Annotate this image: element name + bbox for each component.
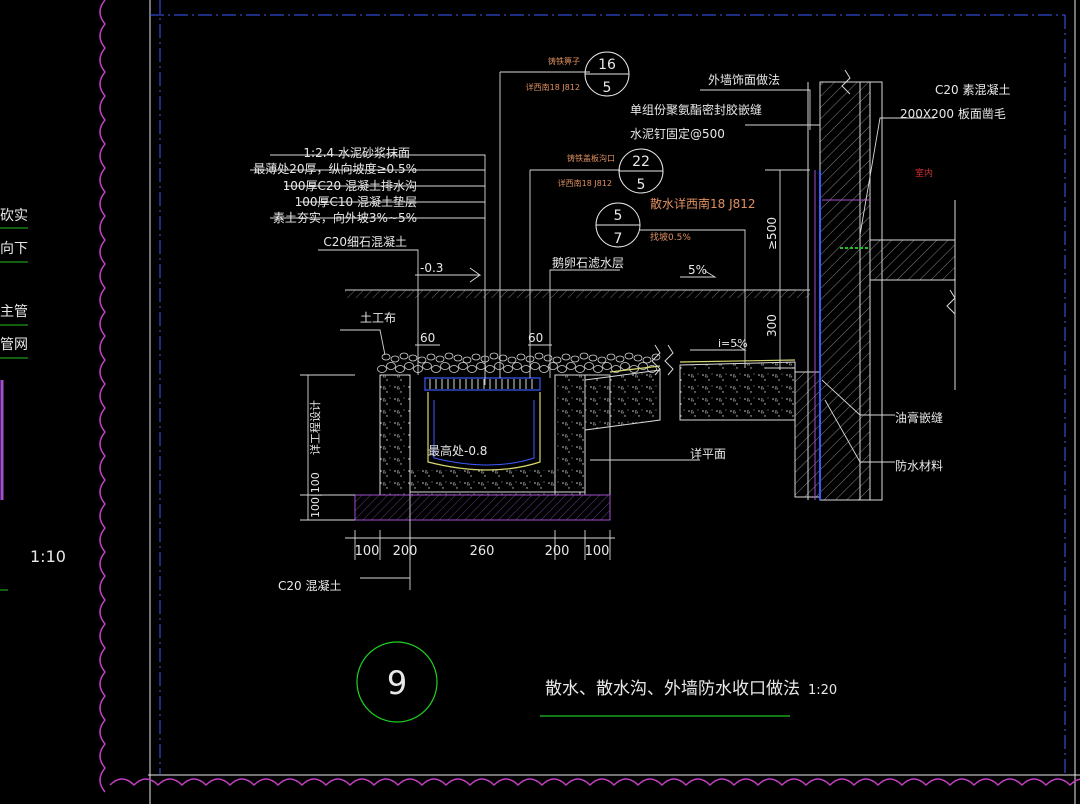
label-slope-5: 5% [688,263,707,277]
dimension-lines [300,169,810,560]
callout-outlet-top: 22 [632,154,650,170]
exterior-wall [807,69,956,501]
label-sealant: 单组份聚氨酯密封胶嵌缝 [630,102,762,117]
left-fragment-3: 主管 [0,304,28,320]
left-fragment-4: 管网 [0,337,28,353]
callout-grate-label: 铸铁箅子 [548,56,580,66]
callout-apron-slope: 找坡0.5% [650,231,691,243]
label-roughen: 200X200 板面凿毛 [900,107,1006,121]
label-c20-plain: C20 素混凝土 [935,82,1010,97]
callout-apron: 5 7 散水详西南18 J812 找坡0.5% [595,196,756,248]
left-panel: 砍实 向下 主管 管网 1:10 [0,208,66,591]
callout-apron-text: 散水详西南18 J812 [650,196,756,211]
detail-number: 9 [387,664,407,702]
callout-grate-bottom: 5 [603,80,612,96]
elev-ground: -0.3 [420,261,443,275]
dim-500: ≥500 [765,217,779,250]
note-2: 最薄处20厚，纵向坡度≥0.5% [253,161,417,176]
callout-outlet: 22 5 铸铁盖板沟口 详西南18 J812 [558,148,664,194]
dim-60b: 60 [528,331,543,345]
label-nail-fix: 水泥钉固定@500 [630,126,725,141]
note-1: 1:2.4 水泥砂浆抹面 [303,145,410,160]
callout-outlet-ref: 详西南18 J812 [558,178,612,188]
construction-notes: 1:2.4 水泥砂浆抹面 最薄处20厚，纵向坡度≥0.5% 100厚C20 混凝… [253,145,417,249]
label-indoor: 室内 [915,167,933,179]
callout-grate: 16 5 铸铁箅子 详西南18 J812 [526,51,630,97]
callout-grate-top: 16 [598,57,616,73]
label-gravel: 鹅卵石滤水层 [552,256,624,270]
callout-outlet-bottom: 5 [637,177,646,193]
label-geotextile: 土工布 [360,311,396,325]
bottom-dimensions: 100 200 260 200 100 [355,544,610,559]
label-flat-surface: 详平面 [690,446,726,461]
note-5: 素土夯实，向外坡3%~5% [273,210,417,225]
drawing-frame [99,0,1080,804]
bottom-dim-3: 260 [470,544,495,559]
note-6: C20细石混凝土 [323,234,407,249]
label-asphalt-joint: 油膏嵌缝 [895,410,943,425]
detail-title: 散水、散水沟、外墙防水收口做法 [545,679,800,699]
callout-apron-top: 5 [614,208,623,224]
revision-cloud-left [99,0,106,793]
bottom-dim-5: 100 [585,544,610,559]
left-fragment-2: 向下 [0,241,28,257]
title-block: 9 散水、散水沟、外墙防水收口做法 1:20 [356,641,837,723]
apron-section [584,344,821,498]
bottom-dim-2: 200 [393,544,418,559]
callout-outlet-label: 铸铁盖板沟口 [567,153,615,163]
dim-300: 300 [765,314,779,337]
ground-line [345,289,810,298]
detail-scale: 1:20 [808,683,837,698]
label-slope-i5: i=5% [718,337,748,350]
dim-60a: 60 [420,331,435,345]
label-wall-finish: 外墙饰面做法 [708,72,780,87]
drain-trench-section [354,352,661,521]
bottom-dim-4: 200 [545,544,570,559]
leader-lines [250,71,935,590]
note-4: 100厚C10 混凝土垫层 [295,194,417,209]
note-3: 100厚C20 混凝土排水沟 [283,178,417,193]
left-scale: 1:10 [30,547,66,566]
elev-bottom: 最高处-0.8 [428,443,487,458]
callout-grate-ref: 详西南18 J812 [526,82,580,92]
callout-apron-bottom: 7 [614,231,623,247]
label-waterproof: 防水材料 [895,458,943,473]
label-c20-concrete: C20 混凝土 [278,578,341,593]
bottom-dim-1: 100 [355,544,380,559]
label-design-depth: 详工程设计 [308,400,322,455]
left-fragment-1: 砍实 [0,208,28,224]
revision-cloud-bottom [109,778,1080,787]
drawing-labels: -0.3 最高处-0.8 土工布 鹅卵石滤水层 5% i=5% 60 60 30… [278,72,1010,593]
dim-100-100: 100|100 [309,472,322,518]
